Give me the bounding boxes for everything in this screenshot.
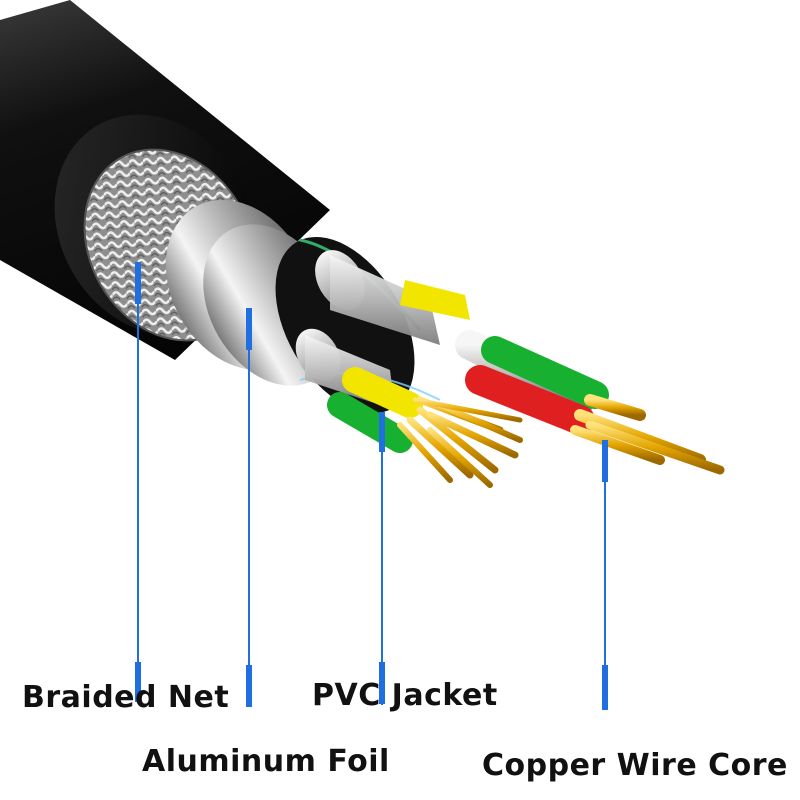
label-pvc-jacket: PVC Jacket [312,678,498,713]
label-aluminum-foil: Aluminum Foil [142,744,390,779]
label-braided-net: Braided Net [22,680,229,715]
label-copper-wire-core: Copper Wire Core [482,748,788,783]
leader-line-copper-wire-core [602,440,608,710]
leader-line-pvc-jacket [379,412,385,705]
